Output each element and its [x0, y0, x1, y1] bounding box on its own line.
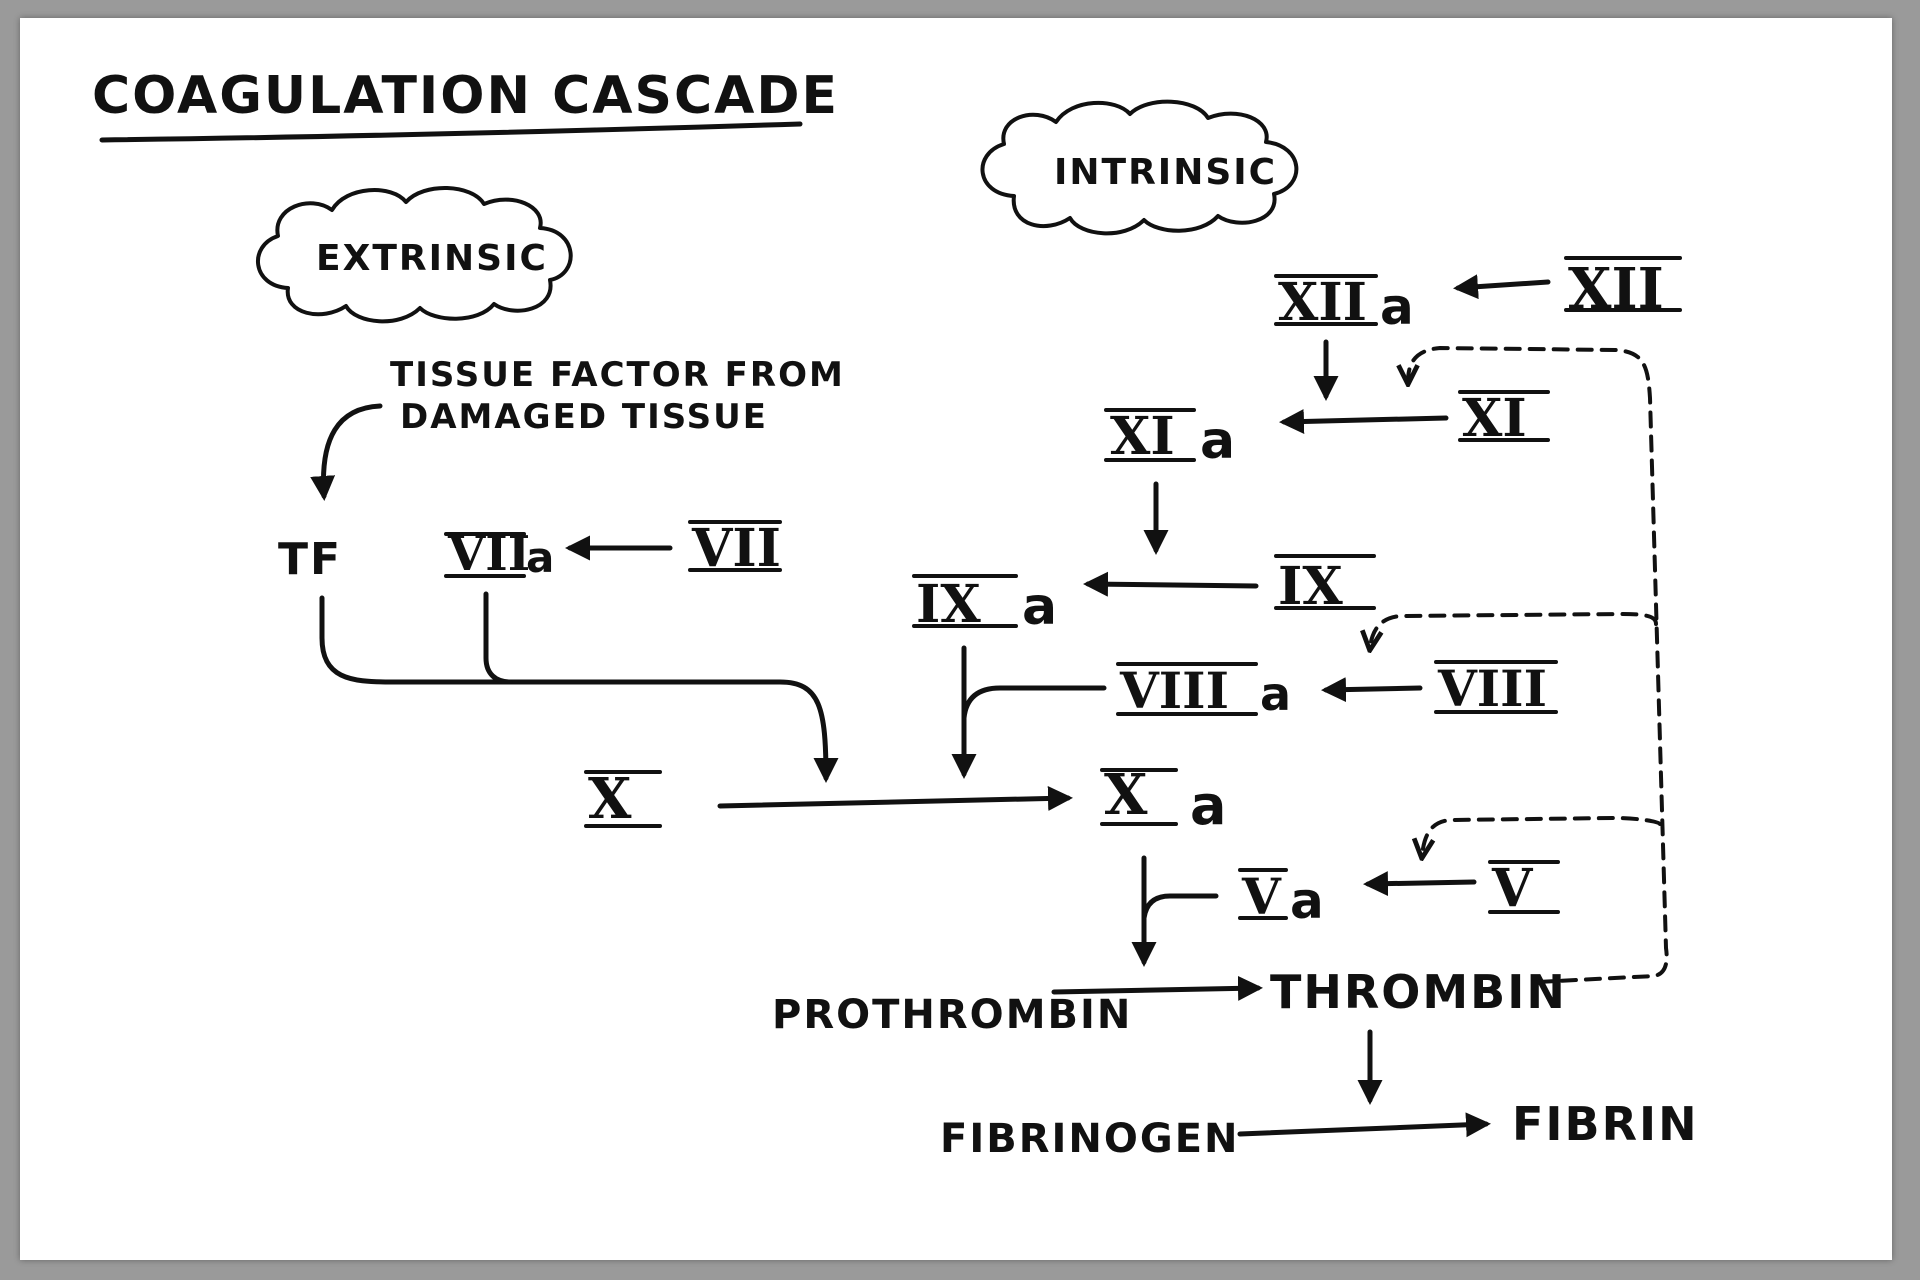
arrow-v-to-va [1363, 871, 1477, 897]
feedback-to-v [1422, 816, 1662, 856]
extrinsic-cloud: EXTRINSIC [255, 186, 573, 324]
factor-xia: XI a [1104, 406, 1235, 471]
tissue-factor-note-line2: DAMAGED TISSUE [400, 397, 768, 437]
svg-text:a: a [1200, 411, 1235, 471]
factor-ix: IX [1274, 554, 1376, 617]
extrinsic-label: EXTRINSIC [316, 238, 548, 279]
arrow-prothrombin-to-thrombin [1051, 975, 1263, 1001]
factor-viiia: VIII a [1116, 661, 1291, 721]
arrow-xi-to-xia [1279, 409, 1449, 435]
arrow-fibrinogen-to-fibrin [1237, 1112, 1491, 1138]
factor-vii: VII [688, 518, 782, 579]
svg-text:VIII: VIII [1119, 661, 1229, 720]
intrinsic-cloud: INTRINSIC [980, 99, 1299, 236]
coagulation-diagram: COAGULATION CASCADE EXTRINSIC INTRINSIC … [92, 66, 1699, 1162]
tissue-factor-arrow [310, 403, 383, 501]
factor-v: V [1488, 858, 1560, 919]
arrow-xii-to-xiia [1453, 274, 1551, 300]
feedback-to-xi [1408, 346, 1669, 984]
thrombin-feedback [1370, 346, 1669, 984]
svg-text:a: a [526, 533, 554, 582]
extrinsic-activation-line [319, 595, 839, 783]
fibrinogen-label: FIBRINOGEN [940, 1116, 1240, 1162]
svg-text:a: a [1290, 872, 1324, 930]
factor-xa: X a [1100, 762, 1226, 837]
factor-ixa: IX a [912, 574, 1057, 637]
feedback-to-viii [1370, 612, 1658, 648]
svg-text:XII: XII [1568, 256, 1664, 322]
svg-text:a: a [1022, 577, 1057, 637]
tissue-factor-note-line1: TISSUE FACTOR FROM [390, 355, 845, 395]
intrinsic-label: INTRINSIC [1054, 152, 1277, 193]
viia-branch-line [483, 591, 513, 685]
svg-text:X: X [1104, 762, 1148, 828]
svg-text:XI: XI [1110, 406, 1175, 467]
diagram-card: COAGULATION CASCADE EXTRINSIC INTRINSIC … [20, 18, 1892, 1260]
va-cofactor-line [1141, 893, 1219, 921]
factor-va: V a [1238, 867, 1324, 930]
viiia-cofactor-line [961, 685, 1107, 721]
factor-x: X [584, 766, 662, 832]
svg-text:a: a [1260, 667, 1291, 721]
factor-viia: VII a [444, 526, 554, 582]
factor-xiia: XII a [1274, 272, 1414, 336]
arrow-ix-to-ixa [1083, 571, 1259, 597]
arrow-x-to-xa [717, 785, 1073, 811]
svg-text:V: V [1491, 858, 1534, 919]
page-title: COAGULATION CASCADE [92, 66, 839, 126]
factor-xi: XI [1458, 388, 1550, 449]
svg-text:a: a [1380, 278, 1414, 336]
factor-viii: VIII [1434, 659, 1558, 718]
svg-text:VIII: VIII [1437, 659, 1547, 718]
arrow-viii-to-viiia [1321, 677, 1423, 703]
factor-tf: TF [278, 534, 342, 585]
fibrin-label: FIBRIN [1512, 1097, 1699, 1151]
svg-text:a: a [1190, 774, 1226, 837]
prothrombin-label: PROTHROMBIN [772, 992, 1132, 1038]
title-underline [99, 121, 803, 143]
factor-xii: XII [1564, 256, 1682, 322]
thrombin-label: THROMBIN [1270, 965, 1567, 1019]
svg-text:X: X [588, 766, 632, 832]
